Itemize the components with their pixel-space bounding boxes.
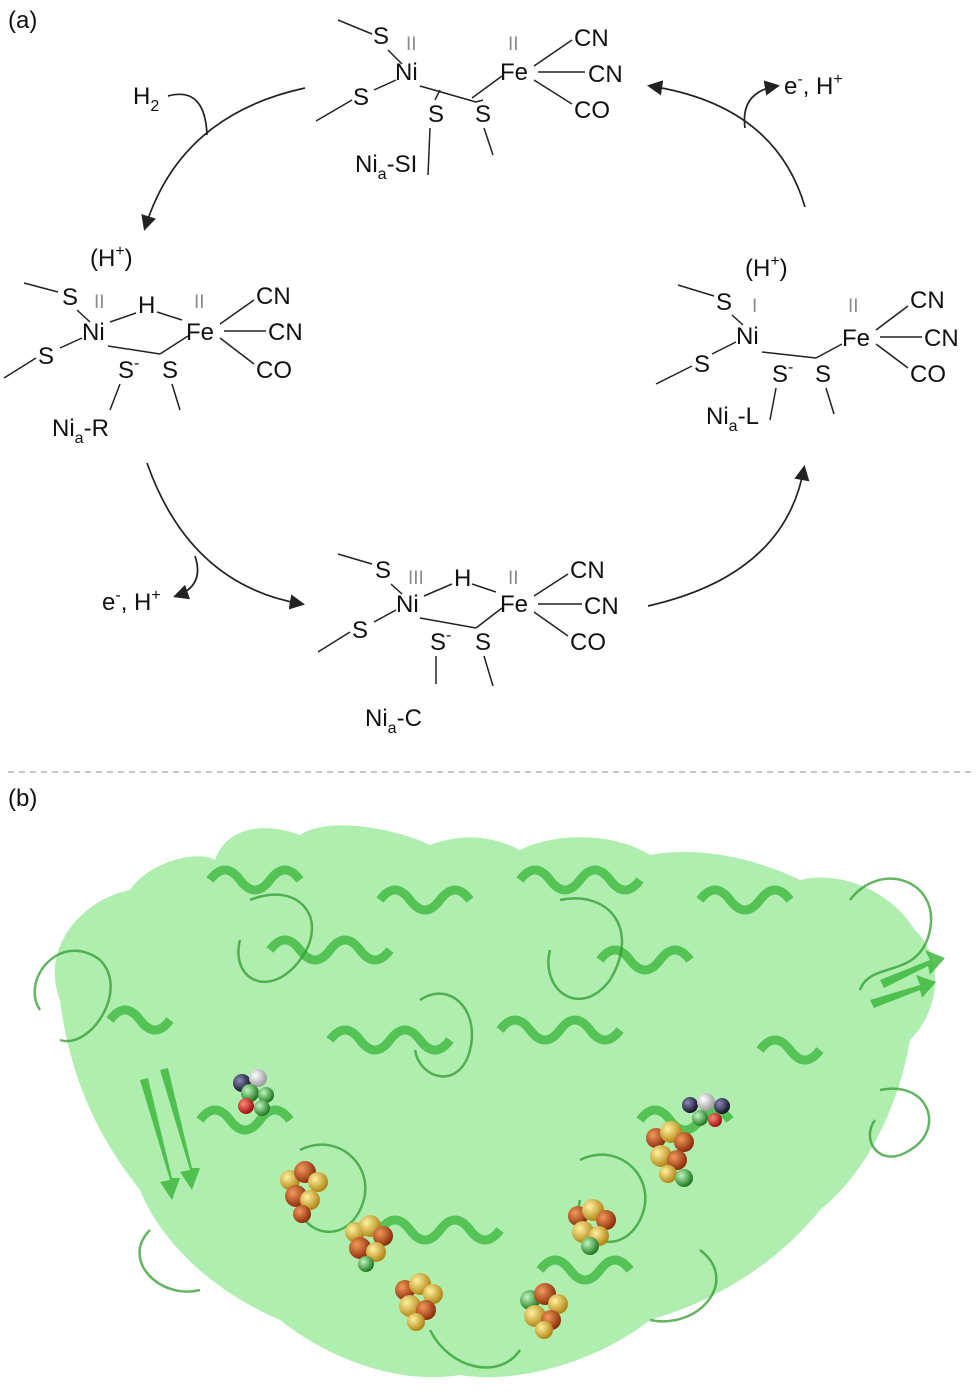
arrow-h2-in	[168, 94, 207, 135]
atom-h-bridge: H	[454, 565, 471, 592]
atom-ni: Ni	[396, 591, 419, 618]
atom-s: S	[352, 617, 368, 644]
arrow-r-to-c	[147, 463, 302, 604]
atom-s: S	[62, 284, 78, 311]
reagent-electron-proton-bottom: e-, H+	[102, 587, 161, 616]
state-label-ni-c: Nia-C	[365, 705, 422, 737]
oxidation-ni: II	[406, 34, 417, 55]
atom-fe: Fe	[500, 591, 528, 618]
state-ni-r: (H+) S II Ni S H S- S II Fe CN CN CO Nia…	[4, 243, 303, 447]
protein-body	[55, 825, 935, 1377]
atom-s-bridge: S-	[118, 355, 139, 384]
atom-fe: Fe	[186, 319, 214, 346]
atom-fe: Fe	[842, 325, 870, 352]
ligand-cn: CN	[574, 25, 609, 52]
atom-s: S	[694, 351, 710, 378]
arrow-l-to-si	[650, 86, 805, 207]
ligand-cn: CN	[924, 325, 959, 352]
ligand-cn: CN	[584, 593, 619, 620]
oxidation-ni: II	[94, 292, 105, 313]
arrow-eh-out-bottom	[176, 556, 198, 596]
atom-fe: Fe	[500, 59, 528, 86]
proton-label: (H+)	[745, 253, 788, 282]
oxidation-fe: II	[848, 296, 859, 317]
atom-s: S	[373, 23, 389, 50]
state-label-ni-si: Nia-SI	[355, 151, 417, 183]
ligand-cn: CN	[588, 61, 623, 88]
ligand-cn: CN	[570, 557, 605, 584]
atom-s-bridge: S-	[772, 359, 793, 388]
atom-s-bridge: S	[162, 357, 178, 384]
atom-s-bridge: S	[475, 629, 491, 656]
state-ni-c: S III Ni S H S- S II Fe CN CN CO Nia-C	[318, 554, 619, 737]
panel-label-b: (b)	[8, 785, 37, 812]
ligand-cn: CN	[910, 287, 945, 314]
ligand-cn: CN	[268, 319, 303, 346]
state-ni-l: (H+) S I Ni S S- S II Fe CN CN CO Nia-L	[656, 253, 959, 435]
atom-s-bridge: S	[475, 101, 491, 128]
arrow-c-to-l	[648, 468, 804, 606]
atom-s-bridge: S	[815, 361, 831, 388]
atom-s-bridge: S	[428, 101, 444, 128]
proton-label: (H+)	[90, 243, 133, 272]
ligand-cn: CN	[256, 283, 291, 310]
oxidation-ni: III	[408, 568, 424, 589]
atom-s: S	[716, 289, 732, 316]
ligand-co: CO	[570, 629, 606, 656]
atom-ni: Ni	[395, 59, 418, 86]
state-label-ni-r: Nia-R	[52, 415, 109, 447]
atom-s: S	[375, 557, 391, 584]
reagent-h2: H2	[133, 83, 159, 115]
oxidation-ni: I	[752, 296, 757, 317]
panel-label-a: (a)	[8, 7, 37, 34]
ligand-co: CO	[910, 361, 946, 388]
arrow-si-to-r	[145, 88, 305, 228]
atom-s: S	[353, 84, 369, 111]
atom-ni: Ni	[736, 323, 759, 350]
state-ni-si: S II Ni S S S II Fe CN CN CO Nia-SI	[316, 20, 623, 183]
protein-structure	[35, 825, 945, 1377]
oxidation-fe: II	[508, 34, 519, 55]
ligand-co: CO	[574, 97, 610, 124]
oxidation-fe: II	[508, 568, 519, 589]
arrow-eh-out-top	[744, 86, 777, 128]
reagent-electron-proton-top: e-, H+	[784, 71, 843, 100]
state-label-ni-l: Nia-L	[706, 403, 759, 435]
atom-s: S	[38, 343, 54, 370]
atom-h-bridge: H	[138, 292, 155, 319]
atom-ni: Ni	[82, 319, 105, 346]
atom-s-bridge: S-	[430, 627, 451, 656]
ligand-co: CO	[256, 357, 292, 384]
oxidation-fe: II	[194, 292, 205, 313]
